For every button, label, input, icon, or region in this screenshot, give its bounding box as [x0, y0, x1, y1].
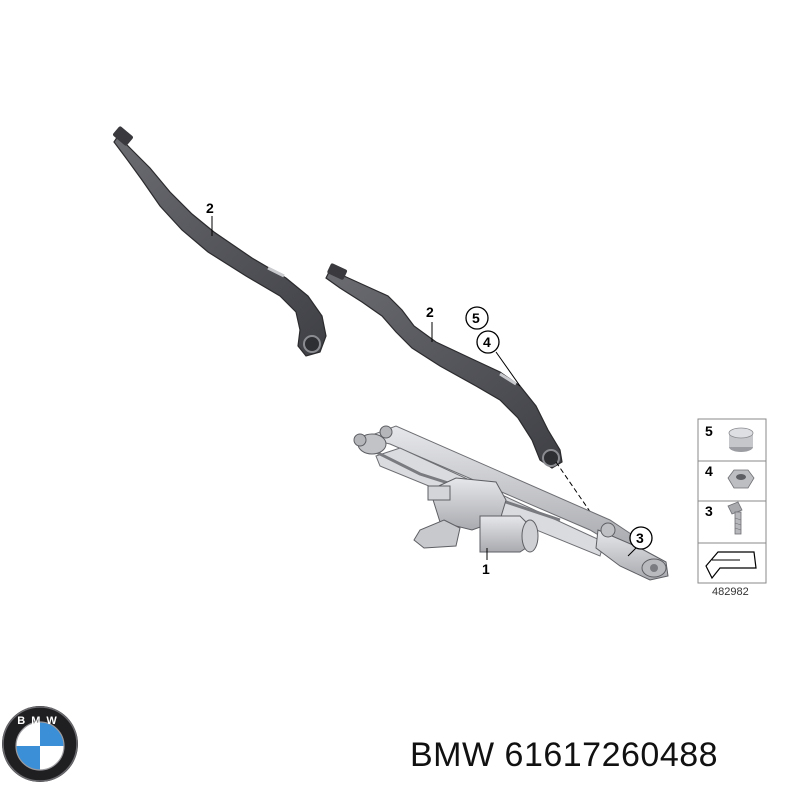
legend-label-5: 5: [705, 423, 713, 439]
legend-label-4: 4: [705, 463, 713, 479]
bmw-logo: BMW: [2, 706, 78, 782]
brand-name: BMW: [410, 736, 495, 774]
part-caption: BMW 61617260488: [410, 736, 718, 775]
bolt-icon: [727, 501, 743, 535]
nut-cap-icon: [728, 427, 754, 452]
leader-line: [495, 351, 521, 387]
svg-text:3: 3: [636, 530, 644, 546]
callout-bolt: 3: [627, 526, 653, 557]
wiper-linkage-motor: 1: [353, 425, 669, 581]
svg-text:5: 5: [472, 310, 480, 326]
part-number: 61617260488: [504, 736, 719, 774]
parts-legend: 5 4 3 482982: [697, 418, 767, 598]
reference-number: 482982: [712, 586, 749, 598]
callout-arm-right: 2: [426, 304, 434, 320]
arrow-icon: [705, 551, 757, 580]
alignment-line: [555, 461, 605, 533]
leader-line: [627, 547, 637, 557]
legend-label-3: 3: [705, 503, 713, 519]
callout-nut: 4: [476, 330, 521, 387]
callout-arm-left: 2: [206, 200, 214, 216]
wiper-arm-left: 2: [113, 126, 327, 357]
wiper-arm-right: 2: [325, 263, 563, 469]
nut-icon: [727, 469, 755, 489]
svg-text:4: 4: [483, 334, 491, 350]
callout-nut-cap: 5: [465, 306, 489, 330]
callout-motor: 1: [482, 561, 490, 577]
bmw-logo-text: BMW: [17, 715, 63, 727]
